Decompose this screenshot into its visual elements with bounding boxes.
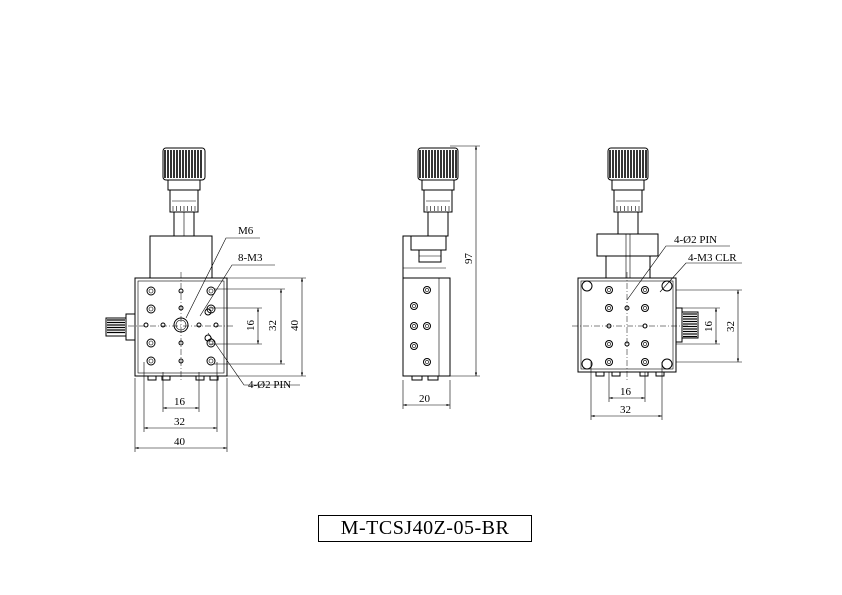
dim-width-40: 40 [174,436,186,448]
dim-back-height-16: 16 [703,321,715,333]
side-micrometer-knob [417,147,459,237]
mounting-holes [143,286,219,366]
callout-pins: 4-Ø2 PIN [248,379,291,391]
center-thread-hole [173,317,189,333]
dim-back-width-16: 16 [620,386,632,398]
side-adjust-knob [105,313,136,341]
callout-m6: M6 [238,225,254,237]
dim-back-width-32: 32 [620,404,631,416]
front-view: M6 8-M3 4-Ø2 PIN 16 32 40 [105,147,306,452]
back-micrometer-knob [607,147,649,235]
side-view: 97 20 [402,145,480,409]
dim-height-16: 16 [245,320,257,332]
callout-back-clr: 4-M3 CLR [688,252,737,264]
back-view: 4-Ø2 PIN 4-M3 CLR 16 32 16 32 [572,147,742,420]
dim-height-97: 97 [463,253,475,265]
callout-8-m3: 8-M3 [238,252,263,264]
dim-width-16: 16 [174,396,186,408]
back-holes [581,280,673,370]
dim-width-32: 32 [174,416,185,428]
dim-height-40: 40 [289,320,301,332]
model-number-label: M-TCSJ40Z-05-BR [318,515,532,542]
side-body [402,277,451,377]
upper-housing [149,235,213,279]
dim-depth-20: 20 [419,393,431,405]
callout-back-pins: 4-Ø2 PIN [674,234,717,246]
back-side-knob [675,307,699,343]
dim-height-32: 32 [267,320,279,331]
micrometer-knob [162,147,206,237]
dim-back-height-32: 32 [725,321,737,332]
